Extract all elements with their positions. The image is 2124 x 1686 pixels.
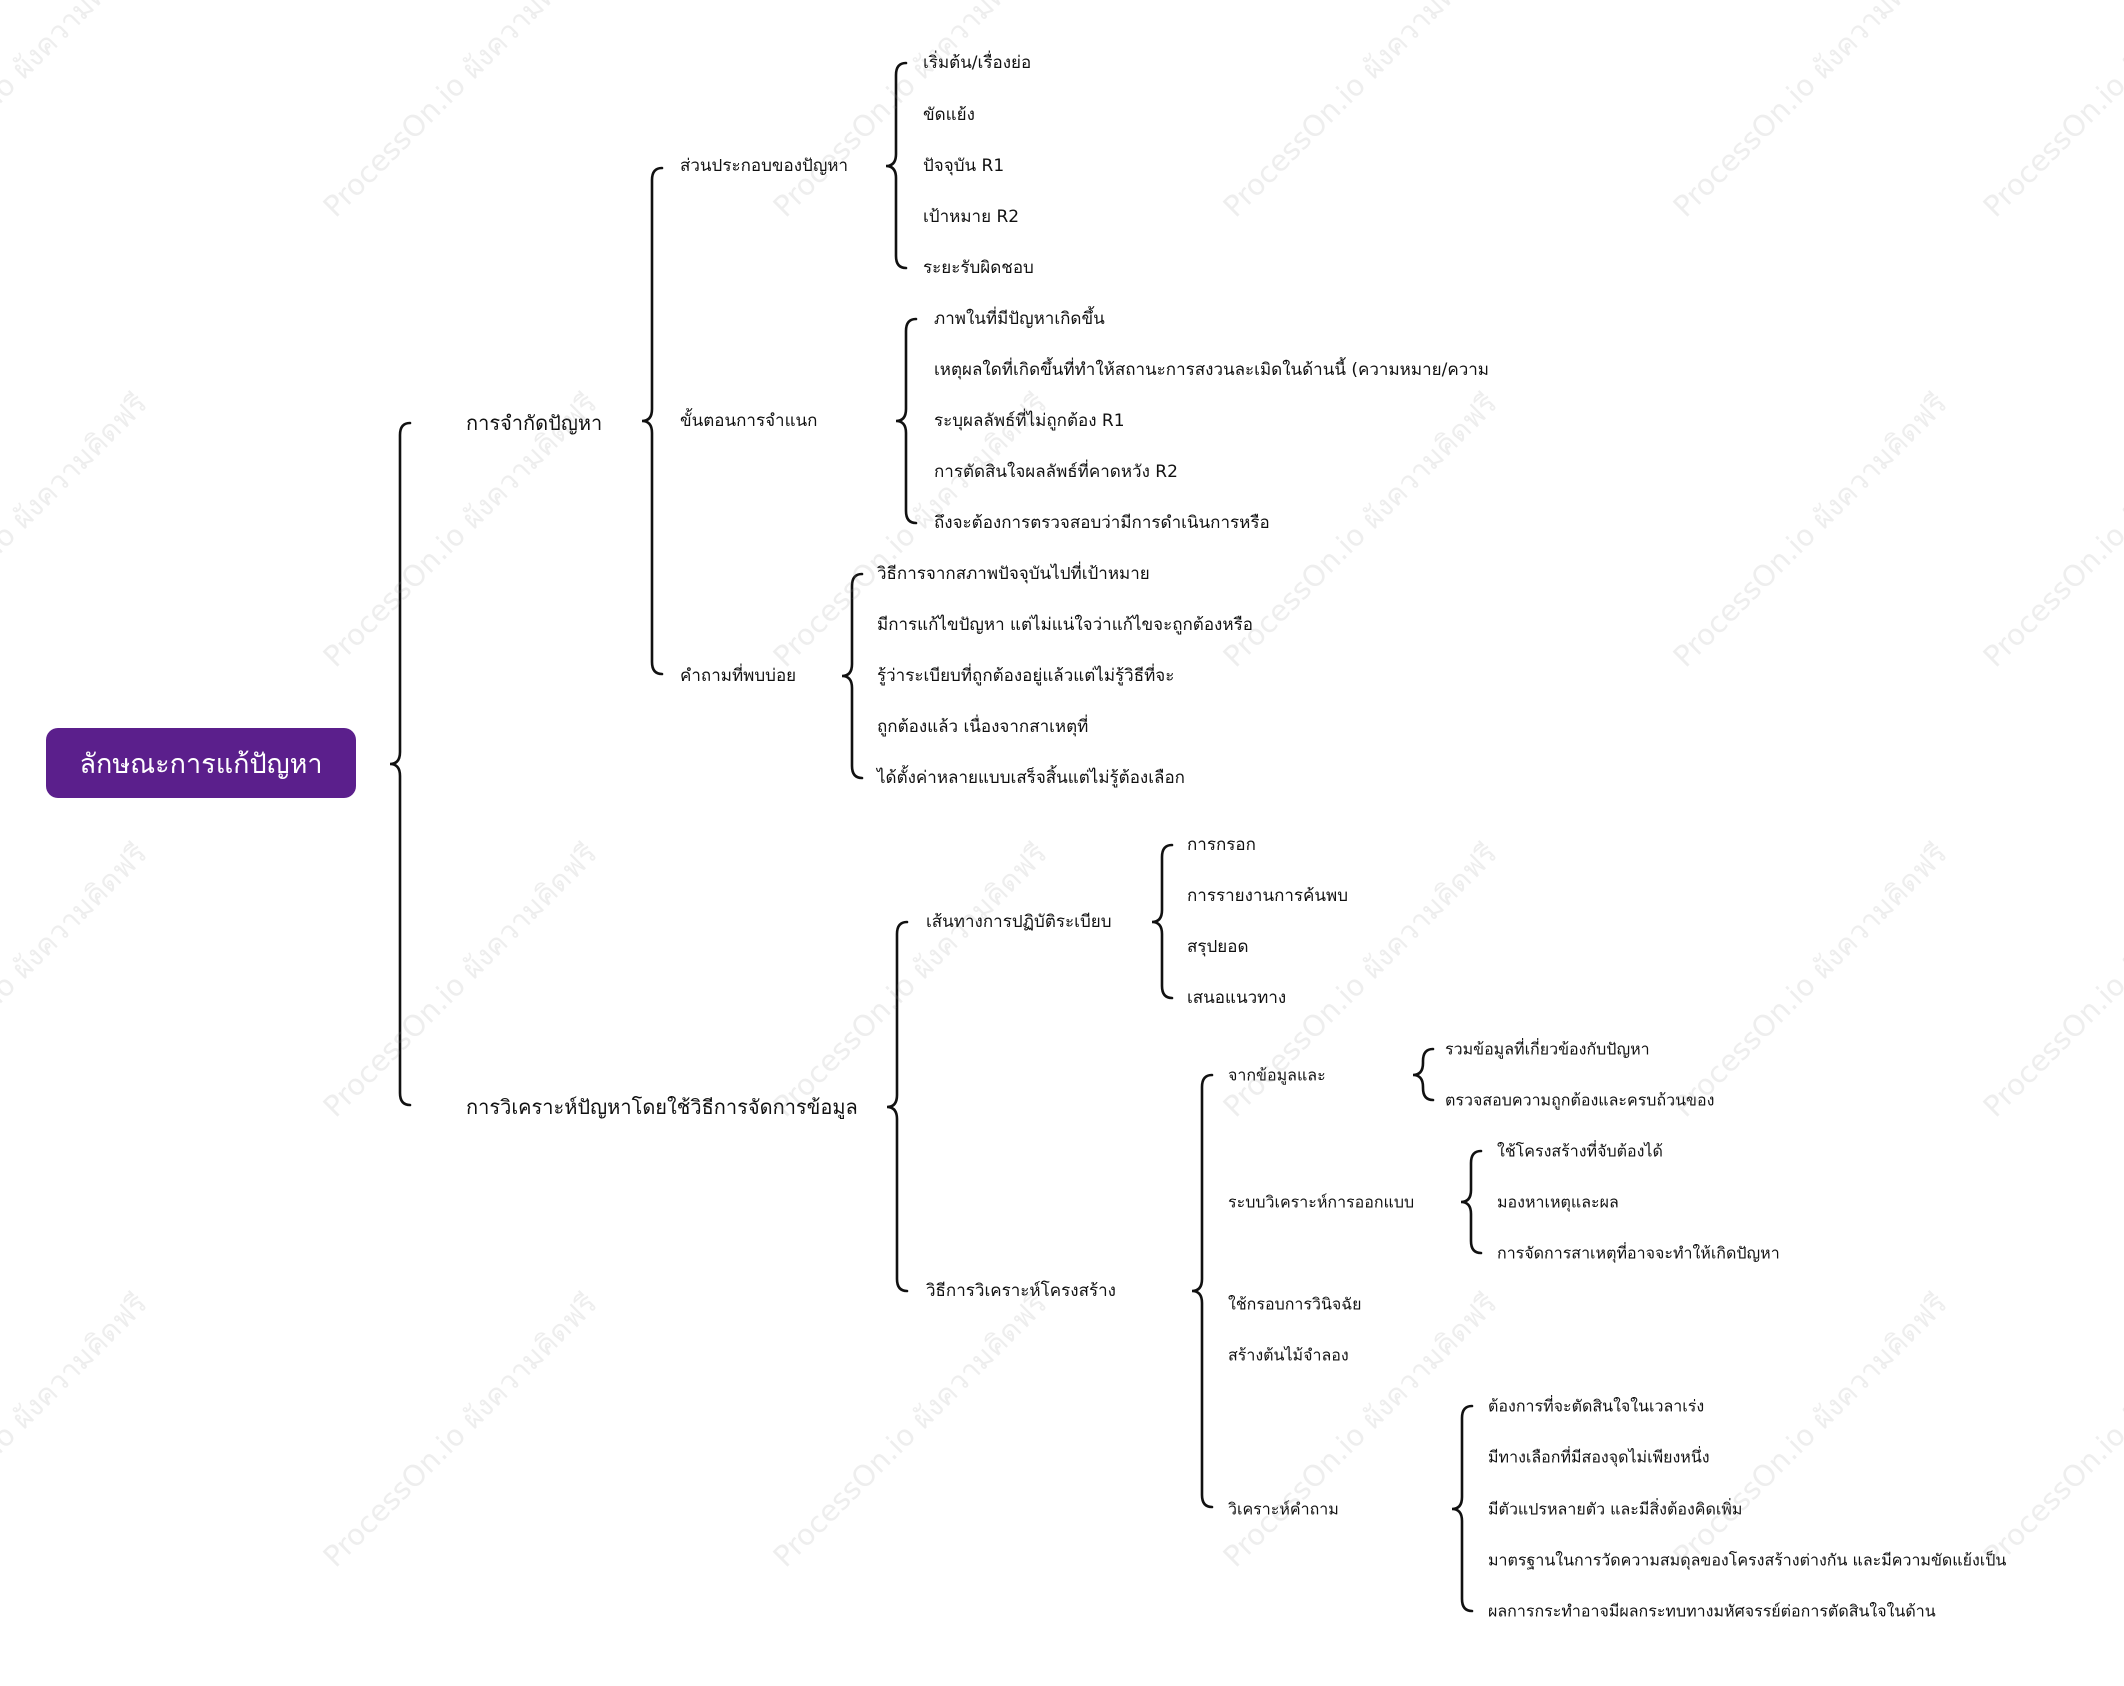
list-item[interactable]: มองหาเหตุและผล <box>1497 1192 1619 1212</box>
bracket-problem-limitation <box>641 166 664 676</box>
list-item[interactable]: ตรวจสอบความถูกต้องและครบถ้วนของ <box>1445 1090 1715 1110</box>
list-item[interactable]: ระบุผลลัพธ์ที่ไม่ถูกต้อง R1 <box>934 410 1125 431</box>
list-item[interactable]: การจัดการสาเหตุที่อาจจะทำให้เกิดปัญหา <box>1497 1243 1780 1263</box>
list-item[interactable]: การรายงานการค้นพบ <box>1187 885 1349 906</box>
list-item[interactable]: รู้ว่าระเบียบที่ถูกต้องอยู่แล้วแต่ไม่รู้… <box>877 665 1175 686</box>
bracket-root <box>389 421 412 1107</box>
list-item[interactable]: ภาพในที่มีปัญหาเกิดขึ้น <box>934 308 1105 329</box>
list-item[interactable]: ปัจจุบัน R1 <box>923 155 1005 176</box>
list-item[interactable]: ระยะรับผิดชอบ <box>923 257 1034 278</box>
bracket-practice-path <box>1151 843 1174 1000</box>
list-item[interactable]: การกรอก <box>1187 834 1256 855</box>
branch-data-analysis[interactable]: การวิเคราะห์ปัญหาโดยใช้วิธีการจัดการข้อม… <box>466 1095 858 1119</box>
topic-diagnostic-framework[interactable]: ใช้กรอบการวินิจฉัย <box>1228 1294 1362 1314</box>
bracket-classification-steps <box>895 317 918 525</box>
list-item[interactable]: ผลการกระทำอาจมีผลกระทบทางมหัศจรรย์ต่อการ… <box>1488 1601 1936 1621</box>
bracket-structural-analysis <box>1191 1073 1214 1509</box>
list-item[interactable]: ถูกต้องแล้ว เนื่องจากสาเหตุที่ <box>877 716 1089 737</box>
list-item[interactable]: มาตรฐานในการวัดความสมดุลของโครงสร้างต่าง… <box>1488 1550 2007 1570</box>
list-item[interactable]: การตัดสินใจผลลัพธ์ที่คาดหวัง R2 <box>934 461 1178 482</box>
list-item[interactable]: วิธีการจากสภาพปัจจุบันไปที่เป้าหมาย <box>877 563 1150 584</box>
topic-faq[interactable]: คำถามที่พบบ่อย <box>680 665 797 686</box>
list-item[interactable]: เสนอแนวทาง <box>1187 987 1287 1008</box>
topic-question-analysis[interactable]: วิเคราะห์คำถาม <box>1228 1499 1339 1519</box>
bracket-problem-components <box>885 61 908 270</box>
list-item[interactable]: สรุปยอด <box>1187 936 1249 957</box>
list-item[interactable]: มีทางเลือกที่มีสองจุดไม่เพียงหนึ่ง <box>1488 1447 1710 1467</box>
list-item[interactable]: ต้องการที่จะตัดสินใจในเวลาเร่ง <box>1488 1396 1705 1416</box>
list-item[interactable]: เป้าหมาย R2 <box>923 206 1020 227</box>
topic-design-analysis-system[interactable]: ระบบวิเคราะห์การออกแบบ <box>1228 1192 1415 1212</box>
list-item[interactable]: ใช้โครงสร้างที่จับต้องได้ <box>1497 1141 1663 1161</box>
topic-problem-components[interactable]: ส่วนประกอบของปัญหา <box>680 155 849 176</box>
bracket-data-analysis <box>886 920 909 1293</box>
list-item[interactable]: เหตุผลใดที่เกิดขึ้นที่ทำให้สถานะการสงวนล… <box>934 359 1489 380</box>
topic-classification-steps[interactable]: ขั้นตอนการจำแนก <box>680 410 818 431</box>
list-item[interactable]: มีการแก้ไขปัญหา แต่ไม่แน่ใจว่าแก้ไขจะถูก… <box>877 614 1253 635</box>
topic-from-data[interactable]: จากข้อมูลและ <box>1228 1065 1326 1085</box>
topic-structural-analysis[interactable]: วิธีการวิเคราะห์โครงสร้าง <box>926 1280 1116 1301</box>
list-item[interactable]: เริ่มต้น/เรื่องย่อ <box>923 52 1032 73</box>
list-item[interactable]: ได้ตั้งค่าหลายแบบเสร็จสิ้นแต่ไม่รู้ต้องเ… <box>877 767 1185 788</box>
topic-simulation-tree[interactable]: สร้างต้นไม้จำลอง <box>1228 1345 1349 1365</box>
list-item[interactable]: ถึงจะต้องการตรวจสอบว่ามีการดำเนินการหรือ <box>934 512 1270 533</box>
branch-problem-limitation[interactable]: การจำกัดปัญหา <box>466 411 603 435</box>
list-item[interactable]: รวมข้อมูลที่เกี่ยวข้องกับปัญหา <box>1445 1039 1650 1059</box>
topic-practice-path[interactable]: เส้นทางการปฏิบัติระเบียบ <box>926 911 1112 932</box>
bracket-from-data <box>1412 1047 1435 1102</box>
bracket-design-analysis <box>1460 1149 1483 1255</box>
list-item[interactable]: มีตัวแปรหลายตัว และมีสิ่งต้องคิดเพิ่ม <box>1488 1499 1743 1519</box>
bracket-faq <box>841 572 864 780</box>
root-topic[interactable]: ลักษณะการแก้ปัญหา <box>46 728 356 798</box>
bracket-question-analysis <box>1451 1404 1474 1613</box>
list-item[interactable]: ขัดแย้ง <box>923 104 975 125</box>
